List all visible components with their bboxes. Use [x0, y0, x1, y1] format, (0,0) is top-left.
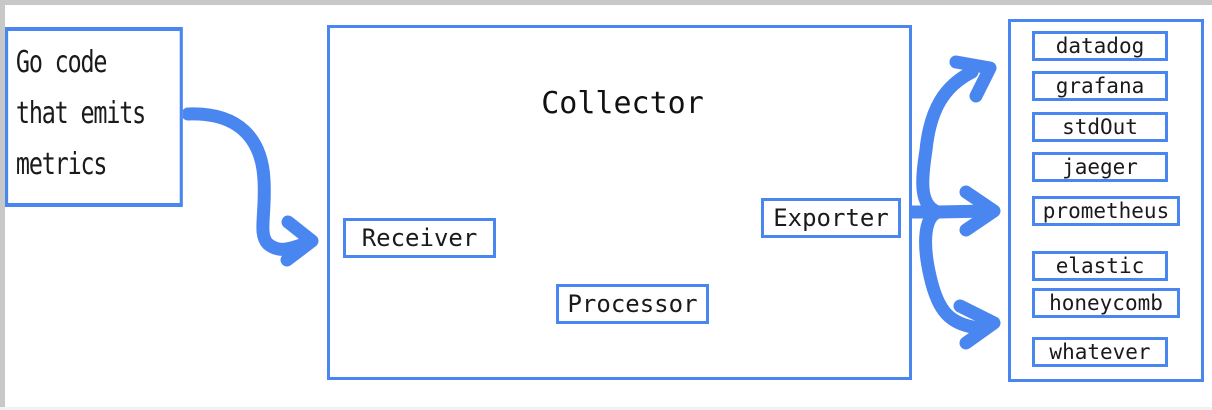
backend-jaeger[interactable]: jaeger	[1032, 152, 1168, 182]
canvas-top-edge	[0, 0, 1212, 5]
backend-honeycomb[interactable]: honeycomb	[1032, 288, 1180, 318]
backend-label: whatever	[1049, 340, 1151, 364]
canvas-bottom-edge	[0, 407, 1212, 410]
connector-source-to-receiver	[181, 107, 319, 267]
fanout-arrowhead-top	[949, 55, 997, 103]
backend-label: stdOut	[1062, 115, 1138, 139]
backend-stdout[interactable]: stdOut	[1032, 112, 1168, 142]
backend-label: honeycomb	[1049, 291, 1163, 315]
fanout-arrowhead-bottom	[953, 299, 1001, 350]
backend-label: datadog	[1055, 34, 1145, 58]
backend-label: jaeger	[1062, 155, 1138, 179]
backend-elastic[interactable]: elastic	[1032, 251, 1168, 281]
backend-label: grafana	[1055, 74, 1145, 98]
source-line-2: that emits	[15, 96, 146, 131]
canvas-left-edge	[0, 0, 5, 410]
backend-label: elastic	[1055, 254, 1145, 278]
processor-node[interactable]: Processor	[556, 284, 709, 324]
exporter-node[interactable]: Exporter	[761, 198, 901, 238]
connector-exporter-fanout	[905, 55, 1001, 350]
exporter-label: Exporter	[773, 204, 889, 232]
fanout-arrowhead-mid	[959, 185, 1001, 237]
backend-whatever[interactable]: whatever	[1032, 337, 1168, 367]
source-line-3: metrics	[15, 147, 108, 182]
backend-prometheus[interactable]: prometheus	[1032, 196, 1180, 226]
go-code-source-box: Go code that emits metrics	[5, 27, 183, 207]
receiver-label: Receiver	[361, 224, 478, 252]
backend-datadog[interactable]: datadog	[1032, 31, 1168, 61]
source-line-1: Go code	[15, 45, 108, 80]
receiver-node[interactable]: Receiver	[343, 218, 496, 258]
backend-grafana[interactable]: grafana	[1032, 71, 1168, 101]
processor-label: Processor	[567, 290, 698, 318]
backend-label: prometheus	[1042, 199, 1170, 223]
collector-title: Collector	[541, 86, 704, 121]
